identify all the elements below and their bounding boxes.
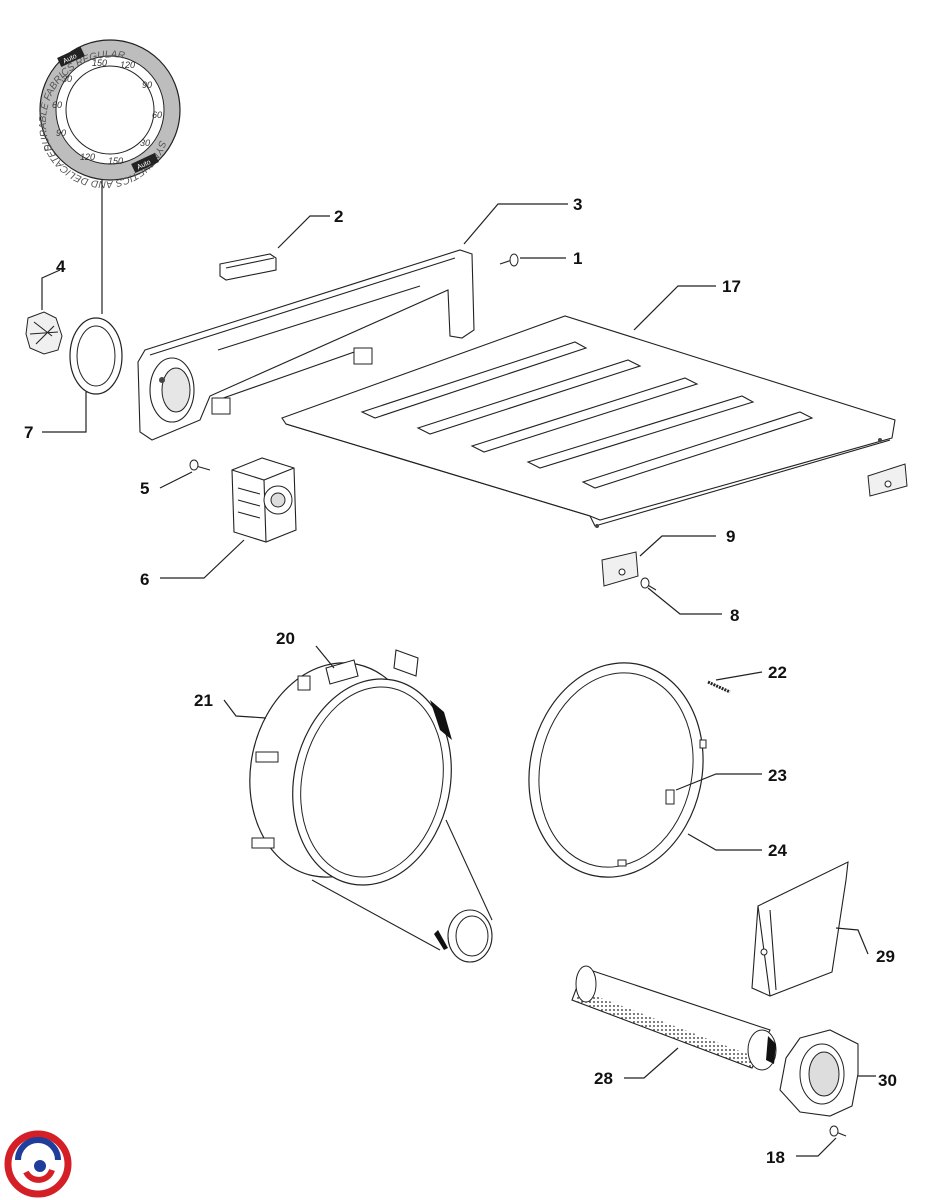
- dial-number-top: 150: [92, 58, 107, 68]
- top-cover-panel-part: [281, 315, 896, 528]
- hinge-clip-part: [601, 551, 639, 587]
- dial-number-l2: 90: [56, 128, 66, 138]
- screw-part-5: [189, 459, 211, 471]
- control-panel-part: [137, 249, 475, 441]
- part-label-24: 24: [768, 841, 787, 860]
- part-label-6: 6: [140, 570, 149, 589]
- part-label-22: 22: [768, 663, 787, 682]
- dial-number-bottom: 150: [108, 156, 123, 166]
- program-dial-ring: DURABLE FABRICS REGULAR SYNTHETICS AND D…: [38, 39, 181, 189]
- part-label-28: 28: [594, 1069, 613, 1088]
- part-label-5: 5: [140, 479, 149, 498]
- front-duct-assembly-part: [249, 649, 493, 963]
- dial-number-l1: 60: [52, 100, 62, 110]
- dial-number-l0: 30: [62, 74, 72, 84]
- part-number-labels: 1 2 3 4 5 6 7 8 9 17 18 20 21 22 23 24 2…: [24, 195, 897, 1167]
- part-label-9: 9: [726, 527, 735, 546]
- screw-part-22: [707, 680, 731, 694]
- dial-number-r2: 60: [152, 110, 162, 120]
- brand-swirl-logo: [4, 1130, 72, 1198]
- part-label-7: 7: [24, 423, 33, 442]
- part-label-29: 29: [876, 947, 895, 966]
- screw-part-8: [640, 577, 657, 591]
- dial-number-r3: 30: [140, 138, 150, 148]
- flange-part: [779, 1029, 859, 1117]
- timer-switch-part: [231, 457, 297, 543]
- part-label-20: 20: [276, 629, 295, 648]
- part-label-1: 1: [573, 249, 582, 268]
- rear-bearing-ring-part: [528, 662, 707, 878]
- part-label-23: 23: [768, 766, 787, 785]
- screw-part-18: [829, 1125, 847, 1137]
- part-label-18: 18: [766, 1148, 785, 1167]
- air-guide-bracket-part: [751, 861, 849, 997]
- dial-number-r1: 90: [142, 80, 152, 90]
- part-label-8: 8: [730, 606, 739, 625]
- leader-lines: [41, 180, 876, 1157]
- bracket-part: [219, 253, 277, 281]
- exhaust-tube-part: [571, 965, 777, 1071]
- screw-part-1: [499, 253, 519, 267]
- dial-number-r0: 120: [120, 60, 135, 70]
- knob-part: [25, 311, 63, 355]
- part-label-2: 2: [334, 207, 343, 226]
- part-label-3: 3: [573, 195, 582, 214]
- part-label-30: 30: [878, 1071, 897, 1090]
- ring-gasket-part: [69, 317, 123, 395]
- part-label-21: 21: [194, 691, 213, 710]
- part-label-4: 4: [56, 257, 66, 276]
- part-label-17: 17: [722, 277, 741, 296]
- dial-number-l3: 120: [80, 152, 95, 162]
- right-clip-part: [867, 463, 908, 497]
